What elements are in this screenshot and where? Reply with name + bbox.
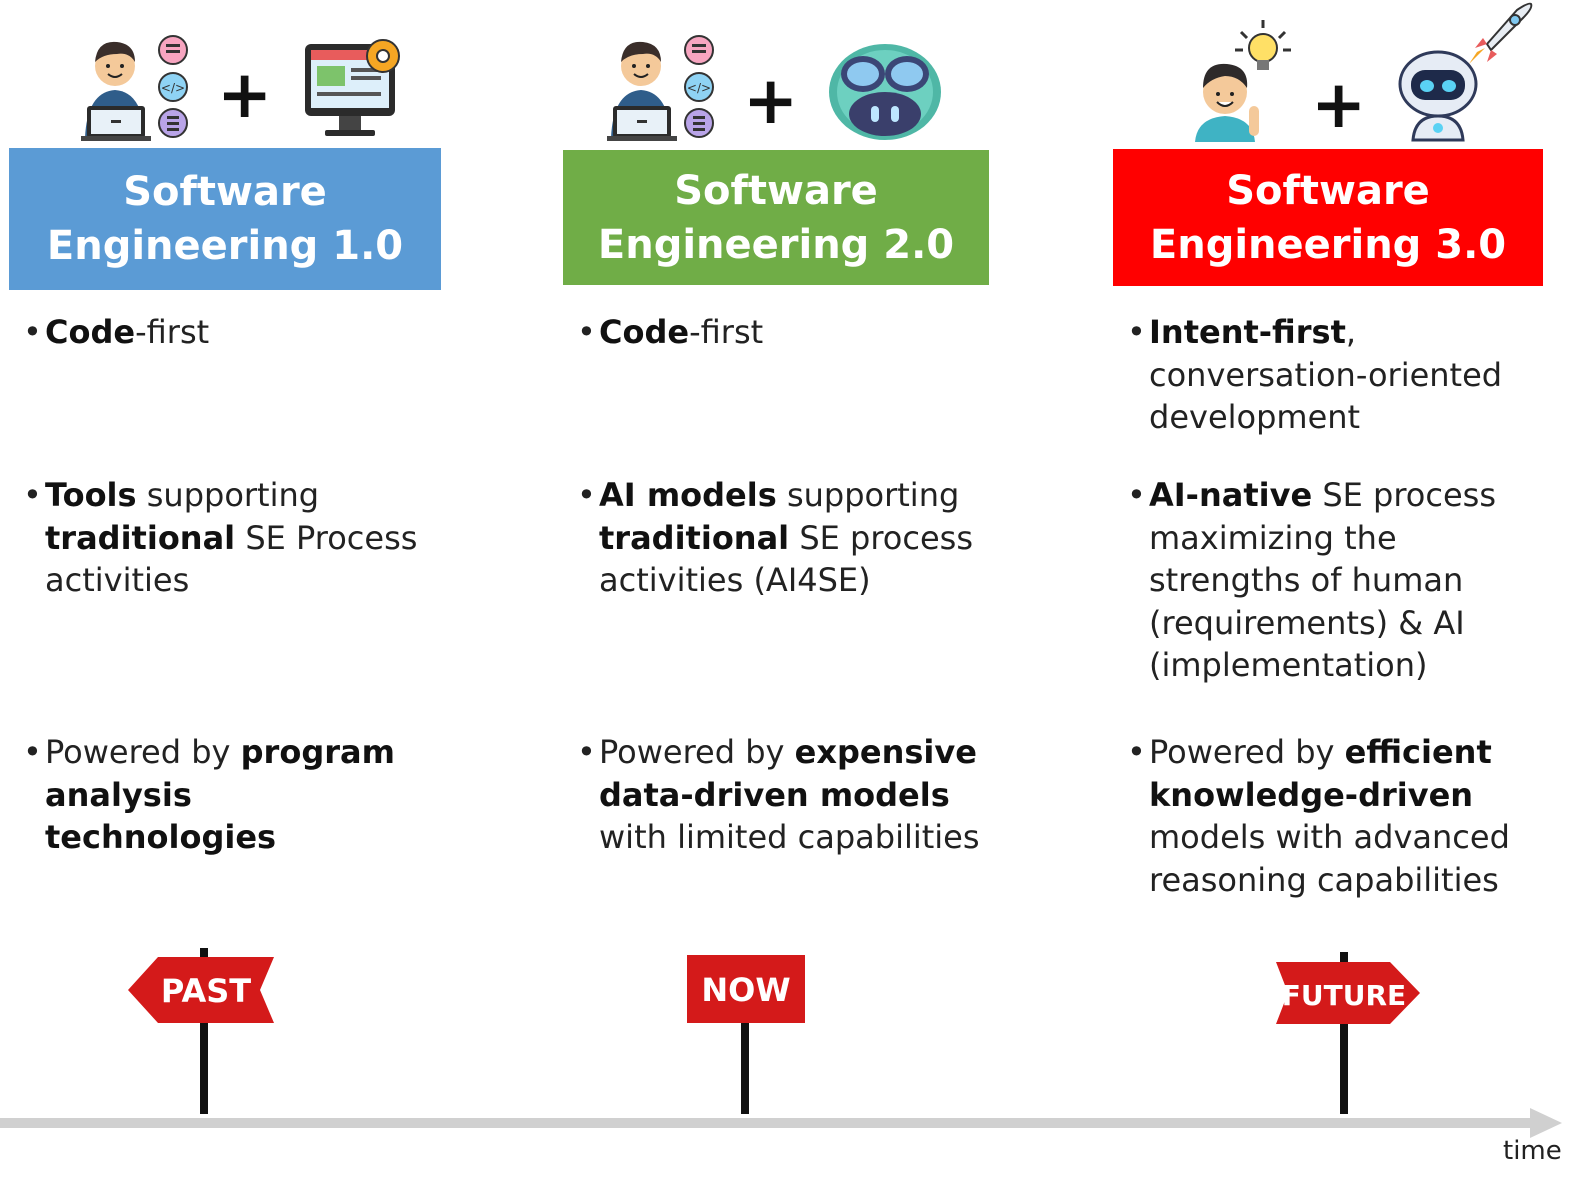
era-1-title-line2: Engineering 1.0: [46, 223, 404, 269]
era-1-bullet-3: Powered by program analysis technologies: [23, 731, 425, 859]
era-2-icons: </> +: [563, 28, 989, 146]
computer-tools-icon: [305, 39, 400, 136]
bold-text: expensive data-driven models: [599, 733, 977, 814]
plus-sign: +: [217, 56, 273, 133]
developer-at-laptop-icon: </>: [81, 35, 188, 141]
bold-text: program analysis technologies: [45, 733, 395, 856]
era-1-bullet-2: Tools supporting traditional SE Process …: [23, 474, 425, 602]
era-3-icons: +: [1113, 0, 1543, 146]
era-2-bullet-3: Powered by expensive data-driven models …: [577, 731, 999, 859]
text: Powered by: [45, 733, 241, 771]
era-2-title-line2: Engineering 2.0: [597, 221, 955, 268]
text: SE process activities (AI4SE): [599, 518, 973, 600]
past-sign-post: [200, 948, 208, 1114]
timeline-arrow: [0, 1108, 1562, 1138]
now-sign: NOW: [687, 955, 805, 1023]
text: Powered by: [599, 733, 795, 771]
era-1-bullet-1: Code-first: [23, 311, 441, 354]
era-2-bullet-2: AI models supporting traditional SE proc…: [577, 474, 989, 602]
era-3-bullet-3: Powered by efficient knowledge-driven mo…: [1127, 731, 1529, 901]
bold-text: efficient knowledge-driven: [1149, 733, 1492, 814]
era-column-1: </> + Software Engineering 1.0 Code-firs…: [9, 0, 441, 920]
era-3-bullet-2: AI-native SE process maximizing the stre…: [1127, 474, 1519, 687]
era-column-2: </> + Software Engineering 2.0 Code-firs…: [563, 0, 989, 920]
ai-copilot-icon: [829, 44, 941, 140]
bold-text: Code: [599, 313, 690, 351]
text: Powered by: [1149, 733, 1345, 771]
future-sign-post: [1340, 952, 1348, 1114]
era-2-title-line1: Software: [674, 167, 878, 214]
bold-text: AI models: [599, 476, 777, 514]
svg-text:</>: </>: [687, 81, 711, 95]
past-sign: PAST: [128, 957, 274, 1023]
era-3-header: Software Engineering 3.0: [1113, 149, 1543, 286]
timeline-label: time: [1503, 1136, 1562, 1166]
text: supporting: [136, 476, 320, 514]
text: -first: [689, 313, 764, 351]
text: SE process maximizing the strengths of h…: [1149, 476, 1496, 684]
developer-at-laptop-icon: </>: [607, 35, 714, 141]
bold-text: AI-native: [1149, 476, 1313, 514]
text: , conversation-oriented development: [1149, 313, 1503, 436]
era-1-header: Software Engineering 1.0: [9, 148, 441, 290]
bold-text: Code: [45, 313, 136, 351]
past-sign-label: PAST: [161, 972, 251, 1010]
future-sign: FUTURE: [1276, 962, 1420, 1024]
era-2-bullet-1: Code-first: [577, 311, 989, 354]
text: SE Process activities: [45, 518, 418, 600]
era-column-3: + Software Engineering 3.0 Intent-first,…: [1113, 0, 1543, 920]
text: models with advanced reasoning capabilit…: [1149, 818, 1510, 899]
plus-sign: +: [743, 62, 799, 139]
text: -first: [135, 313, 210, 351]
person-with-idea-icon: [1195, 20, 1291, 142]
now-sign-post: [741, 1018, 749, 1114]
text: supporting: [776, 476, 960, 514]
svg-text:</>: </>: [161, 81, 185, 95]
bold-text: Intent-first: [1149, 313, 1346, 351]
bold-text: traditional: [45, 518, 236, 557]
now-sign-label: NOW: [701, 971, 790, 1009]
era-3-title-line1: Software: [1226, 167, 1430, 214]
era-1-icons: </> +: [9, 28, 441, 146]
plus-sign: +: [1311, 66, 1367, 143]
era-3-title-line2: Engineering 3.0: [1149, 221, 1507, 268]
bold-text: traditional: [599, 518, 790, 557]
era-2-header: Software Engineering 2.0: [563, 150, 989, 285]
rocket-icon: [1469, 2, 1533, 64]
text: with limited capabilities: [599, 818, 980, 856]
era-1-title-line1: Software: [123, 169, 327, 215]
robot-icon: [1398, 50, 1478, 142]
future-sign-label: FUTURE: [1282, 979, 1406, 1012]
bold-text: Tools: [45, 476, 137, 514]
era-3-bullet-1: Intent-first, conversation-oriented deve…: [1127, 311, 1529, 439]
